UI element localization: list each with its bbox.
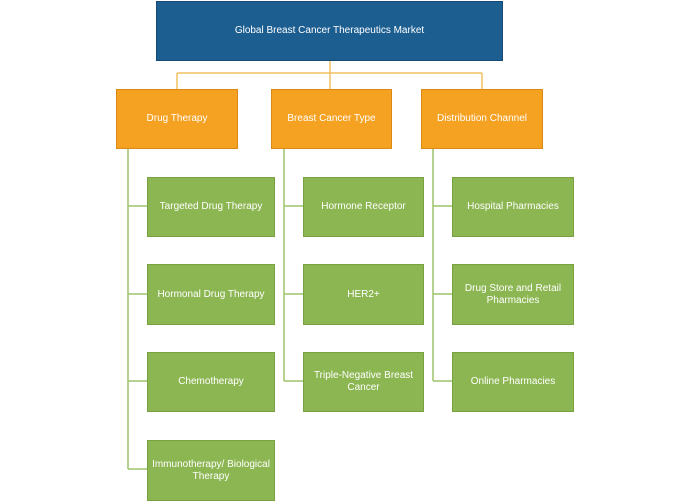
leaf-hospital-pharmacies: Hospital Pharmacies — [452, 177, 574, 237]
leaf-label: Drug Store and Retail Pharmacies — [464, 282, 562, 306]
leaf-online-pharmacies: Online Pharmacies — [452, 352, 574, 412]
leaf-label: Hospital Pharmacies — [467, 201, 559, 212]
leaf-label: Chemotherapy — [178, 376, 244, 387]
category-label: Distribution Channel — [436, 113, 528, 124]
leaf-label: Triple-Negative Breast Cancer — [313, 370, 414, 393]
category-label: Breast Cancer Type — [287, 113, 376, 124]
leaf-label: Targeted Drug Therapy — [159, 201, 263, 212]
leaf-immunotherapy-biological-therapy: Immunotherapy/ Biological Therapy — [147, 440, 275, 501]
leaf-hormonal-drug-therapy: Hormonal Drug Therapy — [147, 264, 275, 325]
leaf-label: Immunotherapy/ Biological Therapy — [152, 458, 270, 482]
leaf-hormone-receptor: Hormone Receptor — [303, 177, 424, 237]
leaf-drug-store-retail-pharmacies: Drug Store and Retail Pharmacies — [452, 264, 574, 325]
leaf-chemotherapy: Chemotherapy — [147, 352, 275, 412]
leaf-label: HER2+ — [347, 288, 380, 300]
leaf-label: Online Pharmacies — [470, 376, 556, 387]
category-label: Drug Therapy — [146, 113, 208, 124]
root-node-label: Global Breast Cancer Therapeutics Market — [234, 25, 425, 36]
leaf-label: Hormone Receptor — [321, 201, 406, 212]
category-distribution-channel: Distribution Channel — [421, 89, 543, 149]
leaf-triple-negative-breast-cancer: Triple-Negative Breast Cancer — [303, 352, 424, 412]
root-node: Global Breast Cancer Therapeutics Market — [156, 1, 503, 61]
category-drug-therapy: Drug Therapy — [116, 89, 238, 149]
leaf-label: Hormonal Drug Therapy — [157, 288, 265, 300]
leaf-targeted-drug-therapy: Targeted Drug Therapy — [147, 177, 275, 237]
category-breast-cancer-type: Breast Cancer Type — [271, 89, 392, 149]
leaf-her2-positive: HER2+ — [303, 264, 424, 325]
